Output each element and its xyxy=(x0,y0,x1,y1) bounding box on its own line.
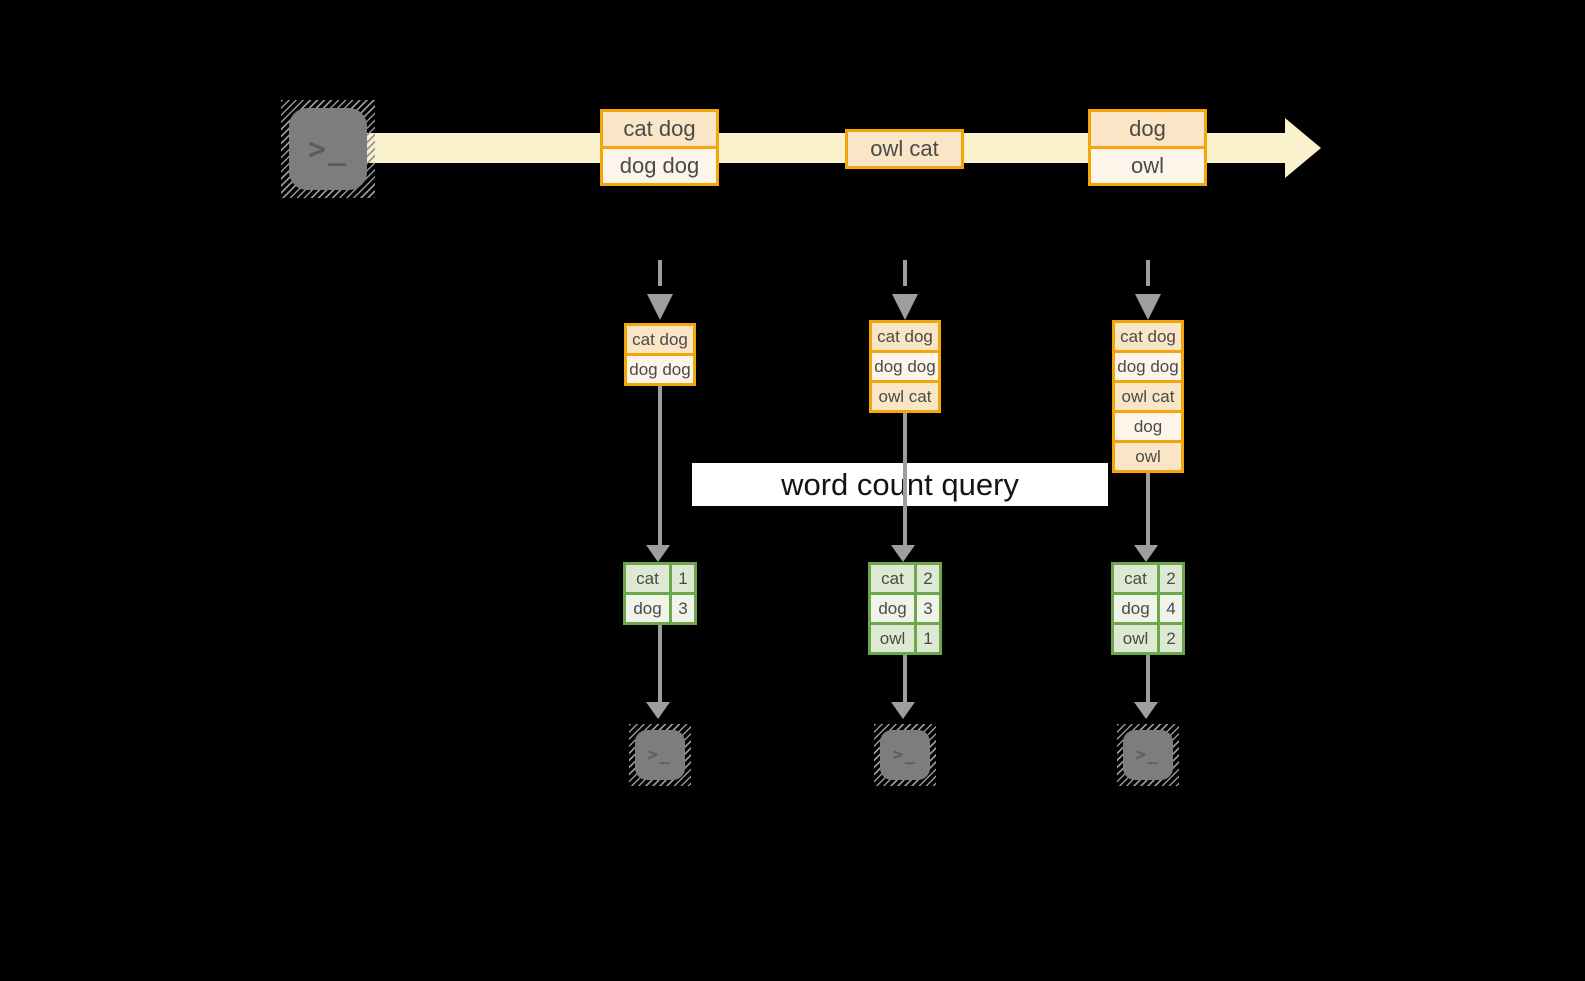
connector-line xyxy=(658,625,662,703)
connector-line xyxy=(903,655,907,703)
dashed-arrow-line xyxy=(1146,260,1150,286)
word-count-table-2: cat 2 dog 3 owl 1 xyxy=(868,562,942,655)
batch-box-2: owl cat xyxy=(845,129,964,169)
terminal-screen: >_ xyxy=(880,730,930,780)
sink-terminal-icon: >_ xyxy=(1117,724,1179,786)
sink-terminal-icon: >_ xyxy=(874,724,936,786)
terminal-screen: >_ xyxy=(1123,730,1173,780)
stack-item: dog dog xyxy=(872,350,938,380)
table-cell-word: cat xyxy=(871,565,917,592)
stack-item: cat dog xyxy=(1115,323,1181,350)
terminal-prompt-icon: >_ xyxy=(647,745,673,765)
query-label: word count query xyxy=(692,463,1108,506)
batch-item: owl xyxy=(1091,146,1204,183)
table-row: cat 2 xyxy=(1114,565,1182,592)
stack-item: owl cat xyxy=(872,380,938,410)
batch-box-1: cat dog dog dog xyxy=(600,109,719,186)
stream-arrowhead-icon xyxy=(1285,118,1321,178)
stack-item: cat dog xyxy=(627,326,693,353)
table-cell-count: 2 xyxy=(1166,629,1176,648)
connector-arrow-head-icon xyxy=(646,702,670,719)
micro-batch-stack-2: cat dog dog dog owl cat xyxy=(869,320,941,413)
dashed-arrow-head-icon xyxy=(1135,294,1161,320)
stack-item: owl cat xyxy=(1115,380,1181,410)
table-cell-word: owl xyxy=(1114,625,1160,652)
batch-item: cat dog xyxy=(603,112,716,146)
table-cell-word: dog xyxy=(626,595,672,622)
table-cell-word: cat xyxy=(626,565,672,592)
table-cell-word: cat xyxy=(1114,565,1160,592)
connector-line xyxy=(1146,473,1150,546)
table-row: dog 3 xyxy=(871,592,939,622)
table-row: owl 2 xyxy=(1114,622,1182,652)
stack-item: dog xyxy=(1115,410,1181,440)
word-count-table-1: cat 1 dog 3 xyxy=(623,562,697,625)
dashed-arrow-line xyxy=(903,260,907,286)
table-cell-word: owl xyxy=(871,625,917,652)
connector-arrow-head-icon xyxy=(1134,702,1158,719)
batch-item: owl cat xyxy=(848,132,961,166)
connector-line xyxy=(903,413,907,546)
terminal-prompt-icon: >_ xyxy=(307,131,349,167)
terminal-prompt-icon: >_ xyxy=(892,745,918,765)
terminal-prompt-icon: >_ xyxy=(1135,745,1161,765)
connector-arrow-head-icon xyxy=(1134,545,1158,562)
table-cell-count: 4 xyxy=(1166,599,1176,618)
batch-item: dog xyxy=(1091,112,1204,146)
stack-item: owl xyxy=(1115,440,1181,470)
table-cell-count: 1 xyxy=(923,629,933,648)
connector-arrow-head-icon xyxy=(891,702,915,719)
table-cell-count: 2 xyxy=(1166,569,1176,588)
connector-line xyxy=(1146,655,1150,703)
stack-item: dog dog xyxy=(1115,350,1181,380)
table-cell-word: dog xyxy=(1114,595,1160,622)
table-cell-count: 2 xyxy=(923,569,933,588)
table-cell-count: 3 xyxy=(923,599,933,618)
batch-item: dog dog xyxy=(603,146,716,183)
word-count-table-3: cat 2 dog 4 owl 2 xyxy=(1111,562,1185,655)
batch-box-3: dog owl xyxy=(1088,109,1207,186)
stack-item: cat dog xyxy=(872,323,938,350)
connector-line xyxy=(658,386,662,546)
table-row: dog 3 xyxy=(626,592,694,622)
table-row: dog 4 xyxy=(1114,592,1182,622)
dashed-arrow-head-icon xyxy=(647,294,673,320)
micro-batch-stack-3: cat dog dog dog owl cat dog owl xyxy=(1112,320,1184,473)
table-row: cat 1 xyxy=(626,565,694,592)
table-cell-count: 3 xyxy=(678,599,688,618)
connector-arrow-head-icon xyxy=(891,545,915,562)
dashed-arrow-line xyxy=(658,260,662,286)
table-row: owl 1 xyxy=(871,622,939,652)
stack-item: dog dog xyxy=(627,353,693,383)
table-cell-word: dog xyxy=(871,595,917,622)
source-terminal-icon: >_ xyxy=(281,100,375,198)
terminal-screen: >_ xyxy=(289,108,367,190)
connector-arrow-head-icon xyxy=(646,545,670,562)
micro-batch-stack-1: cat dog dog dog xyxy=(624,323,696,386)
terminal-screen: >_ xyxy=(635,730,685,780)
dashed-arrow-head-icon xyxy=(892,294,918,320)
table-cell-count: 1 xyxy=(678,569,688,588)
table-row: cat 2 xyxy=(871,565,939,592)
sink-terminal-icon: >_ xyxy=(629,724,691,786)
